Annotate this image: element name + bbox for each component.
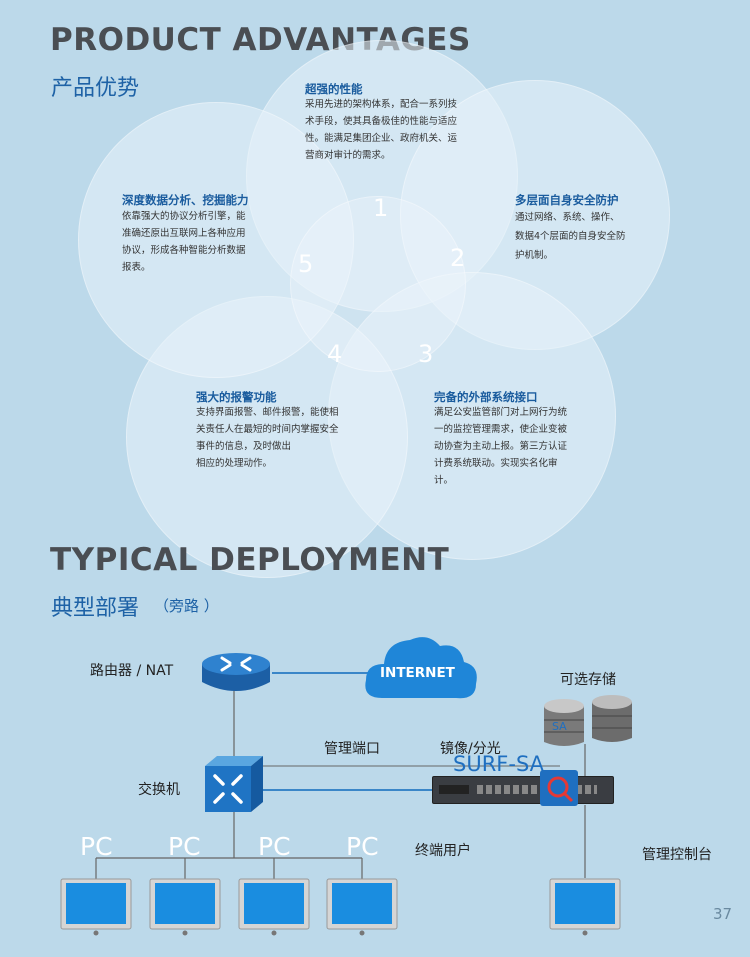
advantage-5-title: 深度数据分析、挖掘能力 bbox=[122, 193, 249, 207]
advantage-3-title: 完备的外部系统接口 bbox=[434, 390, 538, 404]
storage-label: 可选存储 bbox=[560, 672, 616, 688]
advantage-3-text: 满足公安监管部门对上网行为统一的监控管理需求，使企业变被动协查为主动上报。第三方… bbox=[434, 407, 568, 486]
pc-monitor-icon-2 bbox=[149, 878, 221, 938]
mirror-label: 镜像/分光 bbox=[440, 741, 501, 757]
device-label: SURF-SA bbox=[453, 752, 545, 776]
advantage-1-title: 超强的性能 bbox=[305, 82, 363, 96]
storage-icon bbox=[540, 692, 636, 748]
pc-label-2: PC bbox=[168, 832, 201, 861]
pc-label-4: PC bbox=[346, 832, 379, 861]
internet-label: INTERNET bbox=[380, 665, 455, 681]
audit-badge-icon bbox=[540, 770, 578, 806]
terminal-users-label: 终端用户 bbox=[415, 843, 471, 859]
pc-monitor-icon-3 bbox=[238, 878, 310, 938]
deployment-title-cn: 典型部署 bbox=[51, 596, 140, 621]
center-circle bbox=[290, 196, 466, 372]
storage-tag: SA bbox=[552, 720, 567, 733]
switch-icon bbox=[203, 754, 265, 814]
console-label: 管理控制台 bbox=[642, 847, 712, 863]
advantage-circle-5 bbox=[78, 102, 354, 378]
pc-label-3: PC bbox=[258, 832, 291, 861]
deployment-title-en: TYPICAL DEPLOYMENT bbox=[50, 542, 450, 578]
advantage-5-text: 依靠强大的协议分析引擎，能准确还原出互联网上各种应用协议，形成各种智能分析数据报… bbox=[122, 211, 246, 273]
console-monitor-icon bbox=[549, 878, 621, 938]
advantage-2-text: 通过网络、系统、操作、数据4个层面的自身安全防护机制。 bbox=[515, 212, 626, 261]
router-label: 路由器 / NAT bbox=[90, 663, 174, 679]
advantage-4-title: 强大的报警功能 bbox=[196, 390, 277, 404]
internet-cloud-icon bbox=[360, 628, 482, 710]
deployment-subtitle: （旁路 ） bbox=[154, 597, 219, 615]
page-number: 37 bbox=[713, 905, 733, 923]
pc-label-1: PC bbox=[80, 832, 113, 861]
advantage-number-3: 3 bbox=[418, 340, 434, 368]
advantage-number-4: 4 bbox=[327, 340, 343, 368]
advantage-2-title: 多层面自身安全防护 bbox=[515, 193, 619, 207]
pc-monitor-icon-1 bbox=[60, 878, 132, 938]
advantage-1-text: 采用先进的架构体系，配合一系列技术手段，使其具备极佳的性能与适应性。能满足集团企… bbox=[305, 99, 458, 161]
advantage-number-5: 5 bbox=[298, 250, 314, 278]
advantage-number-1: 1 bbox=[373, 194, 389, 222]
advantage-4-text: 支持界面报警、邮件报警，能使相关责任人在最短的时间内掌握安全事件的信息，及时做出… bbox=[196, 407, 339, 469]
advantages-title-cn: 产品优势 bbox=[51, 76, 140, 101]
router-icon bbox=[200, 652, 272, 696]
advantage-number-2: 2 bbox=[450, 244, 466, 272]
mgmt-port-label: 管理端口 bbox=[324, 741, 380, 757]
switch-label: 交换机 bbox=[138, 782, 180, 798]
surf-sa-appliance bbox=[432, 776, 614, 804]
pc-monitor-icon-4 bbox=[326, 878, 398, 938]
